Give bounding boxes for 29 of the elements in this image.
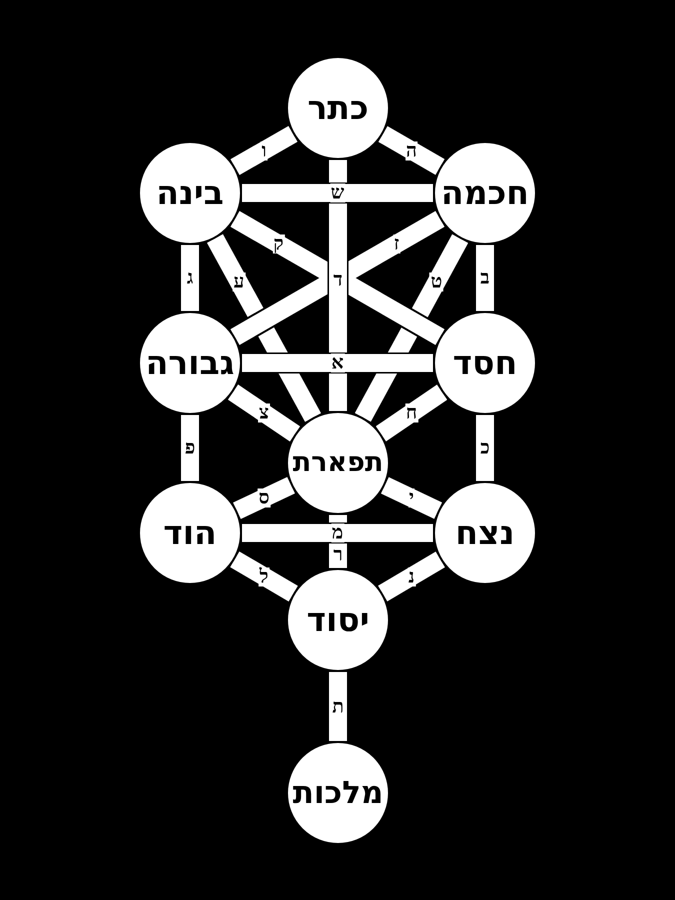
edge-label: ק (272, 234, 285, 254)
edge-label: ה (405, 141, 418, 160)
edge-label: ט (430, 272, 444, 292)
node-label: יסוד (306, 602, 370, 638)
edge-label: צ (258, 404, 270, 422)
connector-bar (378, 126, 444, 175)
connector-bar (181, 245, 199, 311)
connector-bar (230, 126, 298, 175)
node-label: נצח (455, 514, 515, 552)
node-label: תפארת (292, 448, 384, 478)
edge-label: ל (258, 567, 270, 586)
connector-bar (476, 245, 494, 311)
node-label: בינה (156, 174, 224, 212)
edge-label: ח (404, 404, 418, 422)
node-label: גבורה (146, 344, 234, 382)
node-label: חכמה (441, 174, 529, 212)
connector-bar (329, 515, 347, 568)
node-label: חסד (452, 344, 518, 382)
edge-label: ו (260, 141, 268, 160)
node-label: כתר (307, 90, 369, 126)
node-label: מלכות (292, 776, 384, 810)
connector-bar (181, 415, 199, 481)
edge-label: ע (232, 272, 246, 292)
connector-bar (476, 415, 494, 481)
connector-bar (329, 672, 347, 741)
connector-bar (381, 477, 442, 519)
node-label: הוד (163, 514, 217, 552)
edge-label: ס (258, 488, 270, 508)
connector-bar (378, 552, 445, 602)
